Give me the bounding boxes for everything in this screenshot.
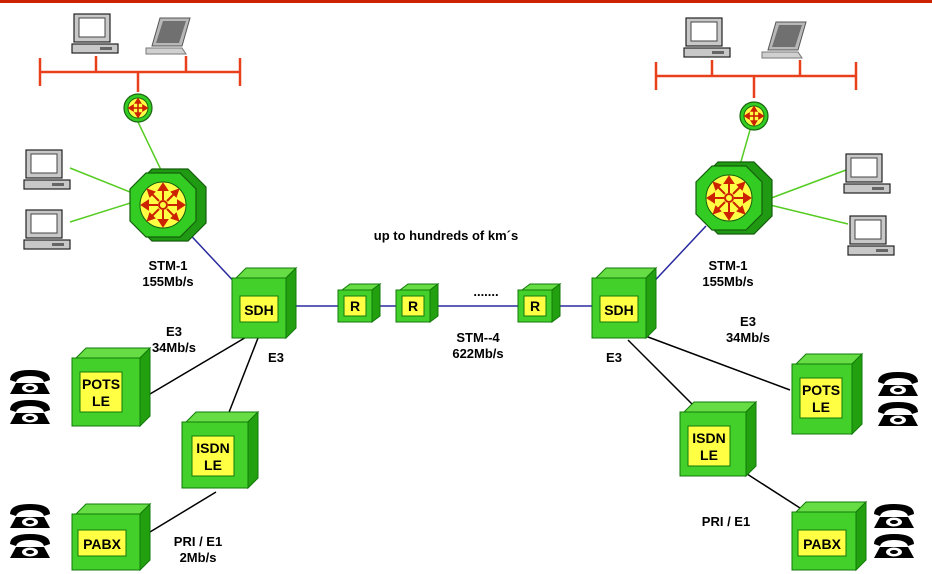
isdn-label: ISDN <box>196 440 229 456</box>
pots-le-right: POTS LE <box>791 352 864 436</box>
sdh-node-right: SDH <box>591 266 658 340</box>
telephone-icon <box>10 400 50 424</box>
e3-34-right-line1: E3 <box>740 314 756 329</box>
le-label: LE <box>812 399 830 415</box>
repeater-label: R <box>350 298 360 314</box>
isdn-label: ISDN <box>692 430 725 446</box>
pri-right-label: PRI / E1 <box>702 514 750 529</box>
distance-label: up to hundreds of km´s <box>374 228 518 243</box>
telephone-icon <box>878 372 918 396</box>
sdh-label: SDH <box>244 302 274 318</box>
stm1-right-line2: 155Mb/s <box>702 274 753 289</box>
repeater-label: R <box>408 298 418 314</box>
desktop-computer-icon <box>71 13 119 54</box>
telephone-icon <box>10 534 50 558</box>
isdn-le-left: ISDN LE <box>181 410 260 490</box>
stm1-right-line1: STM-1 <box>709 258 748 273</box>
telephone-icon <box>10 370 50 394</box>
pots-label: POTS <box>82 376 120 392</box>
telephone-icon <box>10 504 50 528</box>
repeater-2: R <box>395 283 440 323</box>
desktop-computer-icon <box>847 215 895 256</box>
sdh-label: SDH <box>604 302 634 318</box>
stm1-left-line2: 155Mb/s <box>142 274 193 289</box>
pots-label: POTS <box>802 382 840 398</box>
le-label: LE <box>204 457 222 473</box>
desktop-computer-icon <box>23 209 71 250</box>
telephone-icon <box>878 402 918 426</box>
e3-34-right-line2: 34Mb/s <box>726 330 770 345</box>
e3-34-left-line2: 34Mb/s <box>152 340 196 355</box>
pots-le-left: POTS LE <box>71 346 152 428</box>
pri-left-line1: PRI / E1 <box>174 534 222 549</box>
stm4-line2: 622Mb/s <box>452 346 503 361</box>
e3-34-left-line1: E3 <box>166 324 182 339</box>
desktop-computer-icon <box>683 17 731 58</box>
pabx-right: PABX <box>791 500 868 572</box>
e3-left-label: E3 <box>268 350 284 365</box>
switch-icon <box>695 161 773 235</box>
isdn-le-right: ISDN LE <box>679 400 758 478</box>
laptop-icon <box>145 17 191 55</box>
repeater-3: R <box>517 283 562 323</box>
telephone-icon <box>874 504 914 528</box>
pri-left-line2: 2Mb/s <box>180 550 217 565</box>
top-border <box>0 0 932 3</box>
e3-right-label: E3 <box>606 350 622 365</box>
pabx-label: PABX <box>803 536 842 552</box>
router-icon <box>123 93 153 123</box>
stm4-line1: STM--4 <box>456 330 500 345</box>
pabx-label: PABX <box>83 536 122 552</box>
repeater-1: R <box>337 283 382 323</box>
laptop-icon <box>761 21 807 59</box>
router-icon <box>739 101 769 131</box>
pabx-left: PABX <box>71 502 152 572</box>
links <box>38 56 858 533</box>
desktop-computer-icon <box>23 149 71 190</box>
ellipsis-label: ....... <box>473 284 498 299</box>
repeater-label: R <box>530 298 540 314</box>
switch-icon <box>129 168 207 242</box>
desktop-computer-icon <box>843 153 891 194</box>
telephone-icon <box>874 534 914 558</box>
le-label: LE <box>700 447 718 463</box>
stm1-left-line1: STM-1 <box>149 258 188 273</box>
sdh-node-left: SDH <box>231 266 298 340</box>
le-label: LE <box>92 393 110 409</box>
